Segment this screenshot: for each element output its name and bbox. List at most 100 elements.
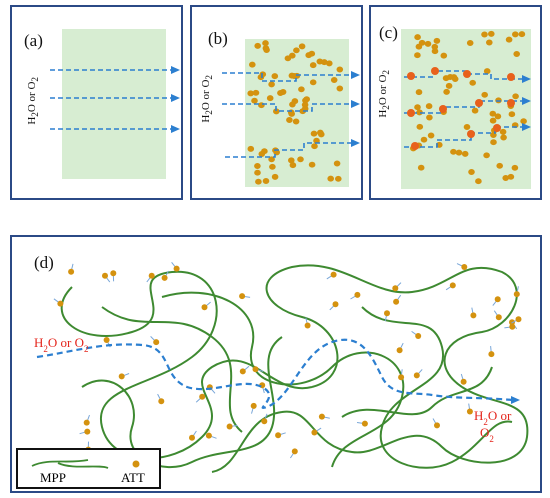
particle-dot-icon <box>392 285 399 292</box>
particle-dot-icon <box>489 110 497 117</box>
particle-dot-icon <box>466 40 474 46</box>
particle-dot-icon <box>354 291 361 298</box>
particle-dot-icon <box>513 291 520 298</box>
particle-dot-icon <box>266 95 274 102</box>
particle-dot-icon <box>292 118 300 125</box>
particle-dot-icon <box>415 89 423 96</box>
particle-dot-icon <box>426 114 433 121</box>
particle-dot-icon <box>336 66 344 73</box>
panel-c-matrix <box>401 29 531 189</box>
panel-a-drawing <box>50 29 180 179</box>
particle-dot-icon <box>486 39 493 46</box>
particle-dot-icon <box>455 149 463 156</box>
particle-dot-icon <box>414 52 421 59</box>
particle-dot-icon <box>483 68 491 75</box>
particle-dot-icon <box>273 108 280 115</box>
particle-dot-icon <box>303 96 310 103</box>
particle-dot-icon <box>318 413 325 420</box>
particle-dot-icon <box>502 175 509 181</box>
particle-dot-icon <box>434 422 440 429</box>
particle-dot-icon <box>496 162 503 169</box>
particle-dot-icon <box>431 43 439 50</box>
particle-dot-icon <box>481 91 488 98</box>
particle-dot-icon <box>301 105 309 112</box>
particle-dot-icon <box>189 434 195 441</box>
particle-dot-icon <box>83 419 90 426</box>
particle-dot-icon <box>110 270 117 277</box>
particle-dot-icon <box>415 333 422 339</box>
particle-dot-icon <box>173 265 180 272</box>
particle-dot-icon <box>396 347 403 354</box>
particle-dot-icon <box>309 79 317 86</box>
particle-dot-icon <box>271 173 279 180</box>
particle-dot-icon <box>520 118 527 125</box>
panel-a-label: (a) <box>24 31 43 50</box>
panel-d-label: (d) <box>34 253 54 272</box>
panel-b-particles <box>247 40 344 185</box>
particle-dot-icon <box>239 293 246 300</box>
particle-dot-icon <box>310 130 318 137</box>
particle-dot-icon <box>262 40 269 47</box>
particle-dot-icon <box>161 274 168 281</box>
particle-dot-icon <box>275 432 282 439</box>
particle-dot-icon <box>475 178 482 185</box>
particle-dot-icon <box>445 82 453 89</box>
particle-dot-icon <box>247 145 255 152</box>
particle-dot-icon <box>427 132 435 139</box>
panel-d-gas-in: H2O or O2 <box>34 335 89 354</box>
particle-dot-icon <box>277 90 284 96</box>
particle-dot-icon <box>512 93 519 100</box>
particle-dot-icon <box>449 282 456 289</box>
particle-dot-icon <box>511 164 519 171</box>
particle-dot-icon <box>471 107 479 114</box>
panel-c-drawing <box>401 29 531 189</box>
particle-dot-icon <box>239 368 246 375</box>
particle-dot-icon <box>249 61 256 68</box>
particle-dot-icon <box>254 169 261 176</box>
panel-d-gas-path <box>36 338 513 410</box>
particle-dot-icon <box>118 373 125 380</box>
legend-chain-icon <box>31 459 109 469</box>
particle-dot-icon <box>443 88 450 95</box>
particle-dot-icon <box>262 45 270 52</box>
particle-dot-icon <box>255 178 262 185</box>
particle-dot-icon <box>247 90 254 97</box>
panel-b-label: (b) <box>208 29 228 48</box>
particle-dot-icon <box>447 74 454 80</box>
particle-dot-icon <box>332 301 339 308</box>
particle-dot-icon <box>488 351 495 358</box>
particle-dot-icon <box>68 268 75 275</box>
particle-dot-icon <box>201 304 208 311</box>
arrow-right-icon <box>511 396 520 404</box>
particle-dot-icon <box>330 77 338 83</box>
legend-att-label: ATT <box>121 470 145 485</box>
particle-dot-icon <box>199 393 206 400</box>
particle-dot-icon <box>298 86 305 93</box>
particle-dot-icon <box>293 47 300 54</box>
particle-dot-icon <box>417 164 425 171</box>
particle-dot-icon <box>271 73 279 80</box>
particle-dot-icon <box>289 162 297 169</box>
particle-dot-icon <box>460 378 467 385</box>
particle-dot-icon <box>254 163 261 169</box>
particle-dot-icon <box>102 272 108 279</box>
particle-dot-icon <box>313 137 320 144</box>
particle-dot-icon <box>290 73 298 79</box>
particle-dot-icon <box>291 98 299 105</box>
particle-dot-icon <box>483 152 490 159</box>
panel-c-label: (c) <box>379 23 398 42</box>
particle-dot-icon <box>326 60 333 67</box>
particle-dot-icon <box>416 123 424 130</box>
particle-dot-icon <box>335 175 342 182</box>
particle-dot-icon <box>461 264 468 270</box>
particle-dot-icon <box>495 314 502 321</box>
particle-dot-icon <box>509 323 516 330</box>
particle-dot-icon <box>327 175 334 182</box>
particle-dot-icon <box>317 129 324 136</box>
particle-dot-icon <box>505 36 513 43</box>
particle-dot-icon <box>291 448 298 455</box>
particle-dot-icon <box>450 148 457 155</box>
particle-dot-icon <box>500 134 507 141</box>
panel-d-legend: MPP ATT <box>16 448 161 489</box>
particle-dot-icon <box>361 420 368 427</box>
